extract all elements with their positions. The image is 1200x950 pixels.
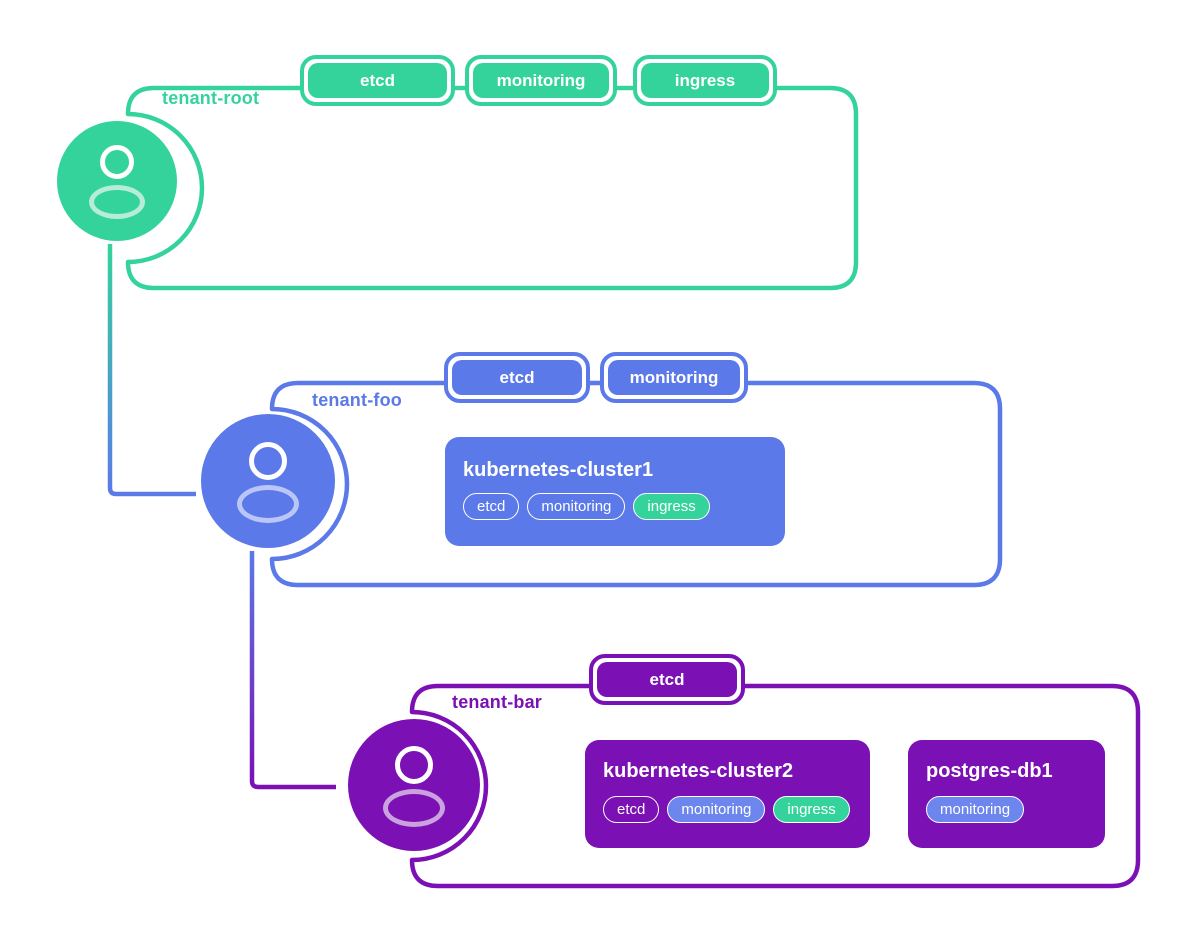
person-head xyxy=(395,746,433,784)
tab-label: monitoring xyxy=(608,360,740,395)
tenant-root-tab-ingress: ingress xyxy=(633,55,777,106)
person-head xyxy=(100,145,134,179)
person-body xyxy=(383,789,445,827)
badge-row: etcd monitoring ingress xyxy=(463,493,767,520)
badge-ingress: ingress xyxy=(633,493,710,520)
tenant-foo-tab-monitoring: monitoring xyxy=(600,352,748,403)
badge-ingress: ingress xyxy=(773,796,850,823)
tenant-foo-avatar xyxy=(201,414,335,548)
tenant-foo-tab-etcd: etcd xyxy=(444,352,590,403)
workload-card-kubernetes-cluster2: kubernetes-cluster2 etcd monitoring ingr… xyxy=(585,740,870,848)
tab-label: etcd xyxy=(452,360,582,395)
person-body xyxy=(237,485,299,523)
badge-etcd: etcd xyxy=(463,493,520,520)
tenant-foo-label: tenant-foo xyxy=(312,390,402,410)
badge-row: etcd monitoring ingress xyxy=(603,796,852,823)
tenant-root-tab-etcd: etcd xyxy=(300,55,455,106)
tenant-root-tab-monitoring: monitoring xyxy=(465,55,617,106)
connector-root-to-foo xyxy=(107,244,196,497)
tenant-root-border xyxy=(125,85,859,291)
connector-foo-to-bar xyxy=(249,551,336,790)
tab-label: etcd xyxy=(597,662,737,697)
badge-etcd: etcd xyxy=(603,796,660,823)
tenant-bar-tab-etcd: etcd xyxy=(589,654,745,705)
person-head xyxy=(249,442,287,480)
tenant-foo-border xyxy=(269,380,1003,588)
tenant-root-avatar xyxy=(57,121,177,241)
card-title: kubernetes-cluster1 xyxy=(463,459,654,481)
tenant-root-label: tenant-root xyxy=(162,88,260,108)
person-body xyxy=(89,185,145,219)
badge-row: monitoring xyxy=(926,796,1087,823)
tenant-bar-avatar xyxy=(348,719,480,851)
tenant-bar-label: tenant-bar xyxy=(452,692,543,712)
tab-label: ingress xyxy=(641,63,769,98)
badge-monitoring: monitoring xyxy=(667,796,766,823)
tab-label: monitoring xyxy=(473,63,609,98)
tab-label: etcd xyxy=(308,63,447,98)
workload-card-postgres-db1: postgres-db1 monitoring xyxy=(908,740,1105,848)
card-title: postgres-db1 xyxy=(926,760,1053,782)
card-title: kubernetes-cluster2 xyxy=(603,760,794,782)
badge-monitoring: monitoring xyxy=(527,493,626,520)
badge-monitoring: monitoring xyxy=(926,796,1025,823)
tenant-bar-border xyxy=(409,683,1141,889)
workload-card-kubernetes-cluster1: kubernetes-cluster1 etcd monitoring ingr… xyxy=(445,437,785,546)
